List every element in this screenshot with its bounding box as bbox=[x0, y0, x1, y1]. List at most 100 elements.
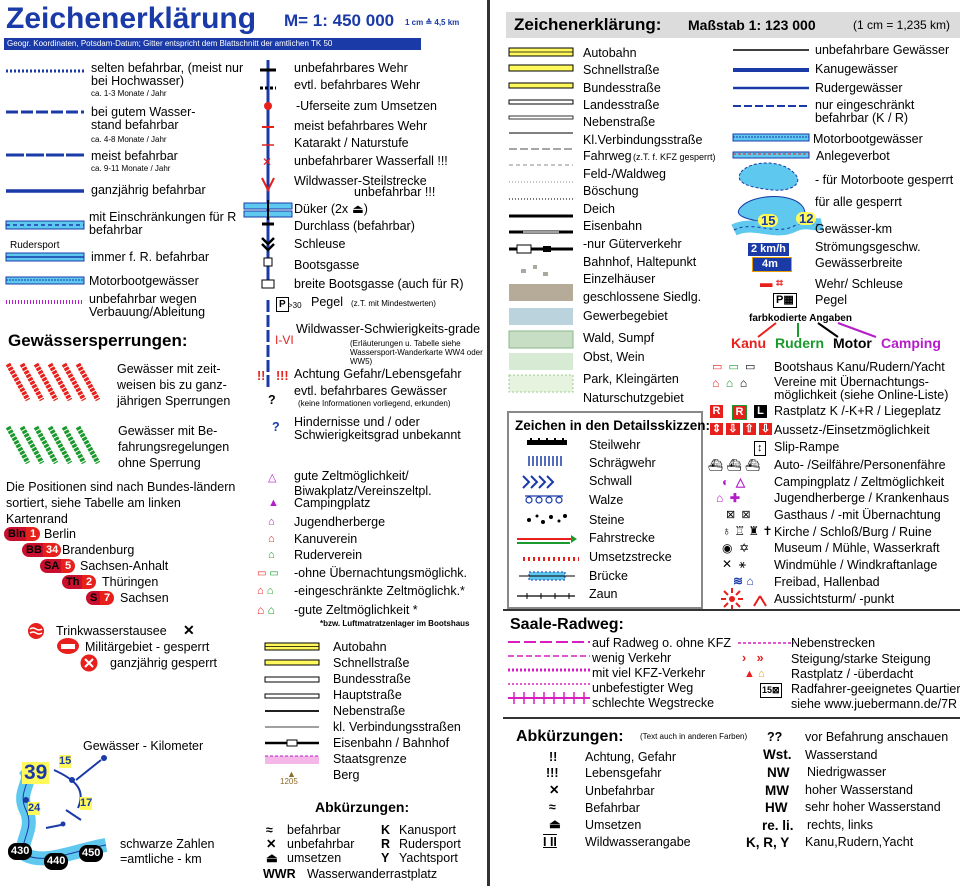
abbr-divider bbox=[503, 717, 960, 719]
water-item: Rudergewässer bbox=[815, 81, 903, 95]
sperr-red-icon bbox=[5, 362, 101, 402]
abbr-key: K bbox=[381, 823, 391, 837]
detail-sketch-icons bbox=[517, 438, 579, 599]
detail-item: Schrägwehr bbox=[589, 456, 656, 470]
good-stay-icon: ⌂ ⌂ bbox=[257, 603, 275, 617]
detail-title: Zeichen in den Detailsskizzen: bbox=[515, 418, 711, 433]
abbr-value: Yachtsport bbox=[399, 851, 458, 865]
left-col1-note: ca. 9-11 Monate / Jahr bbox=[91, 164, 171, 173]
color-coded-title: farbkodierte Angaben bbox=[749, 313, 852, 324]
camp-item: gute Zeltmöglichkeit/ Biwakplatz/Vereins… bbox=[294, 469, 432, 498]
color-coded-arrows bbox=[757, 322, 877, 338]
right-road-item: Einzelhäuser bbox=[583, 272, 656, 286]
col2-item: evtl. befahrbares Gewässer bbox=[294, 384, 447, 398]
state-num: 2 bbox=[82, 575, 97, 589]
right-title: Zeichenerklärung: bbox=[514, 15, 662, 34]
state-name: Thüringen bbox=[102, 575, 159, 589]
left-road-item: kl. Verbindungsstraßen bbox=[333, 720, 461, 734]
danger-marks: !!! bbox=[276, 369, 289, 383]
question-mark-blue: ? bbox=[272, 420, 280, 434]
abbr-key: Y bbox=[381, 851, 390, 865]
water-item: Motorbootgewässer bbox=[813, 132, 923, 146]
state-badge: SA bbox=[40, 559, 64, 573]
col2-item: Wildwasser-Steilstrecke bbox=[294, 174, 427, 188]
detail-item: Steilwehr bbox=[589, 438, 641, 452]
left-col1-note: ca. 4-8 Monate / Jahr bbox=[91, 135, 167, 144]
abbr-value: Lebensgefahr bbox=[585, 766, 662, 780]
right-road-item: Wald, Sumpf bbox=[583, 331, 655, 345]
windmill-icons: ✕ ⚹ bbox=[722, 557, 746, 571]
right-road-item: Autobahn bbox=[583, 46, 637, 60]
right-water-lines bbox=[732, 49, 810, 226]
abbr-key: ⏏ bbox=[266, 851, 278, 865]
tent-icon: △ bbox=[268, 472, 277, 484]
water-item: Kanugewässer bbox=[815, 62, 898, 76]
water-item: unbefahrbare Gewässer bbox=[815, 43, 950, 57]
facil-item: Vereine mit Übernachtungs-möglichkeit (s… bbox=[774, 375, 949, 402]
hostel-icon: ⌂ bbox=[268, 516, 275, 528]
left-road-item: Staatsgrenze bbox=[333, 752, 407, 766]
abbr-key: ≈ bbox=[266, 823, 273, 837]
pool-icons: ≋ ⌂ bbox=[733, 574, 754, 588]
abbr-key: ⏏ bbox=[549, 817, 561, 831]
left-road-item: Hauptstraße bbox=[333, 688, 402, 702]
state-num: 5 bbox=[61, 559, 76, 573]
facil-item: Aussetz-/Einsetzmöglichkeit bbox=[774, 423, 930, 437]
rudersport-label: Rudersport bbox=[10, 240, 60, 251]
camp-item: Jugendherberge bbox=[294, 515, 386, 529]
gasthaus-icons: ⊠ ⊠ bbox=[726, 509, 751, 521]
abbr-value: rechts, links bbox=[807, 818, 873, 832]
left-col1-item: meist befahrbar bbox=[91, 149, 178, 163]
svg-text:✕: ✕ bbox=[262, 155, 272, 169]
facil-item: Gasthaus / -mit Übernachtung bbox=[774, 508, 941, 522]
left-abbr-title: Abkürzungen: bbox=[315, 799, 410, 815]
camping-icons: ◐ △ bbox=[722, 475, 746, 489]
width-badge-box bbox=[752, 257, 792, 272]
right-road-item: Landesstraße bbox=[583, 98, 660, 112]
danger-marks: !! bbox=[257, 369, 266, 383]
right-road-item: Park, Kleingärten bbox=[583, 372, 679, 386]
abbr-value: Niedrigwasser bbox=[807, 765, 887, 779]
slip-icon: ↕ bbox=[754, 441, 766, 456]
weir-lock-icon: ▬ ⌗ bbox=[760, 276, 784, 290]
km-badge: 15 bbox=[758, 214, 779, 227]
aussetz-icons: ⇕ ⇩ ⇧ ⇩ bbox=[710, 423, 773, 435]
color-word-motor: Motor bbox=[833, 335, 872, 351]
col2-item: Durchlass (befahrbar) bbox=[294, 219, 415, 233]
state-num: 7 bbox=[100, 591, 115, 605]
abbr-key: WWR bbox=[263, 867, 296, 881]
facil-item: Slip-Rampe bbox=[774, 440, 840, 454]
left-river-lines bbox=[5, 69, 85, 304]
right-road-lines bbox=[508, 47, 574, 393]
color-word-camping: Camping bbox=[881, 335, 941, 351]
col2-item: Wildwasser-Schwierigkeits-grade bbox=[296, 322, 481, 336]
left-scale: M= 1: 450 000 bbox=[284, 11, 395, 30]
right-road-item: Obst, Wein bbox=[583, 350, 645, 364]
berg-number: 1205 bbox=[280, 777, 298, 786]
panel-divider bbox=[487, 0, 490, 886]
rastplatz-icons: ▲ ⌂ bbox=[744, 668, 765, 680]
col2-note: (z.T. mit Mindestwerten) bbox=[351, 299, 436, 308]
abbr-value: Achtung, Gefahr bbox=[585, 750, 677, 764]
dueker-close: ⏏) bbox=[352, 202, 368, 216]
state-name: Sachsen bbox=[120, 591, 169, 605]
nebenstrecke-line bbox=[738, 642, 794, 644]
facil-item: Kirche / Schloß/Burg / Ruine bbox=[774, 525, 932, 539]
left-col1-item: unbefahrbar wegen Verbauung/Ableitung bbox=[89, 292, 206, 319]
right-road-item: Fahrweg bbox=[583, 149, 632, 163]
state-num: 34 bbox=[43, 543, 62, 557]
abbr-key: ≈ bbox=[549, 800, 556, 814]
water-item: - für Motorboote gesperrt bbox=[815, 173, 954, 187]
abbr-value: Kanu,Rudern,Yacht bbox=[805, 835, 914, 849]
left-col1-item: immer f. R. befahrbar bbox=[91, 250, 210, 264]
col2-item: breite Bootsgasse (auch für R) bbox=[294, 277, 464, 291]
camp-item: -eingeschränkte Zeltmöglichk.* bbox=[294, 584, 465, 598]
steigung-icons: › » bbox=[742, 651, 764, 665]
quartier-icon: 15⊠ bbox=[760, 683, 782, 698]
gewaesser-km-sketch bbox=[731, 217, 824, 236]
left-scale-note: 1 cm ≙ 4,5 km bbox=[405, 18, 460, 27]
abbr-value: sehr hoher Wasserstand bbox=[805, 800, 941, 814]
speed-badge: 2 km/h bbox=[748, 243, 789, 256]
detail-item: Steine bbox=[589, 513, 625, 527]
right-road-item: Naturschutzgebiet bbox=[583, 391, 684, 405]
